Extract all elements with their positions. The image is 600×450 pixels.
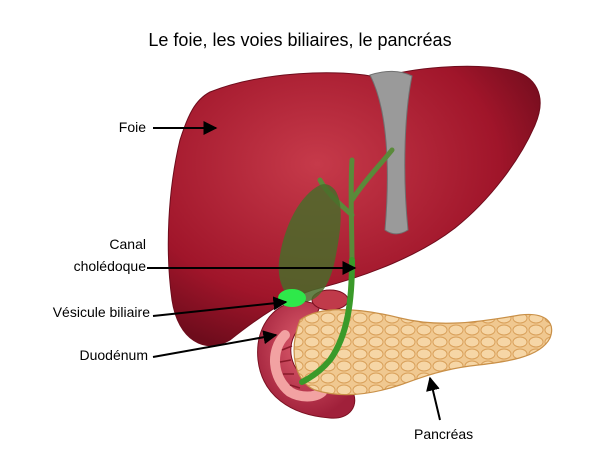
liver-shape xyxy=(167,65,541,347)
label-pancreas: Pancréas xyxy=(414,426,474,442)
arrow-gallbladder xyxy=(152,296,288,317)
gallbladder-highlight xyxy=(278,289,306,307)
arrow-duodenum xyxy=(152,330,278,358)
label-bile-duct-line1: Canal xyxy=(109,236,146,252)
gallbladder-shape xyxy=(278,184,341,303)
arrow-pancreas xyxy=(426,376,441,421)
label-gallbladder: Vésicule biliaire xyxy=(52,304,150,320)
pancreas-shape xyxy=(293,309,553,396)
duodenum-lumen xyxy=(270,330,327,402)
label-duodenum: Duodénum xyxy=(79,347,149,363)
diagram-title: Le foie, les voies biliaires, le pancréa… xyxy=(148,30,452,50)
label-bile-duct-line2: cholédoque xyxy=(73,258,146,274)
common-bile-duct xyxy=(299,257,355,385)
label-liver: Foie xyxy=(118,119,146,135)
duodenum-folds xyxy=(279,345,301,389)
